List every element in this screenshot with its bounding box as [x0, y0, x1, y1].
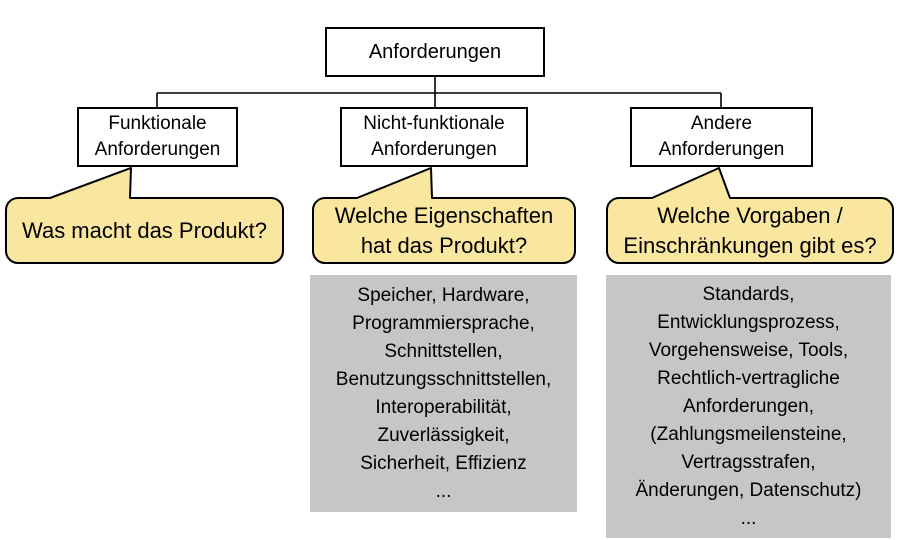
speech-bubble-nicht-funktionale-shape	[312, 167, 576, 264]
question-funktionale: Was macht das Produkt?	[22, 217, 267, 243]
node-andere-anforderungen: Andere Anforderungen	[630, 107, 813, 167]
node-nicht-funktionale-anforderungen: Nicht-funktionale Anforderungen	[340, 107, 528, 167]
tree-connector-lines	[156, 77, 722, 107]
speech-bubble-funktionale-shape	[5, 167, 284, 264]
question-nicht-funktionale: Welche Eigenschaften hat das Produkt?	[334, 202, 554, 258]
node-anforderungen: Anforderungen	[325, 27, 545, 77]
question-andere: Welche Vorgaben / Einschränkungen gibt e…	[623, 202, 877, 258]
details-andere: Standards, Entwicklungsprozess, Vorgehen…	[606, 275, 891, 538]
speech-bubble-andere-shape	[606, 167, 894, 264]
details-nicht-funktionale: Speicher, Hardware, Programmiersprache, …	[310, 275, 577, 512]
node-funktionale-anforderungen: Funktionale Anforderungen	[77, 107, 238, 167]
